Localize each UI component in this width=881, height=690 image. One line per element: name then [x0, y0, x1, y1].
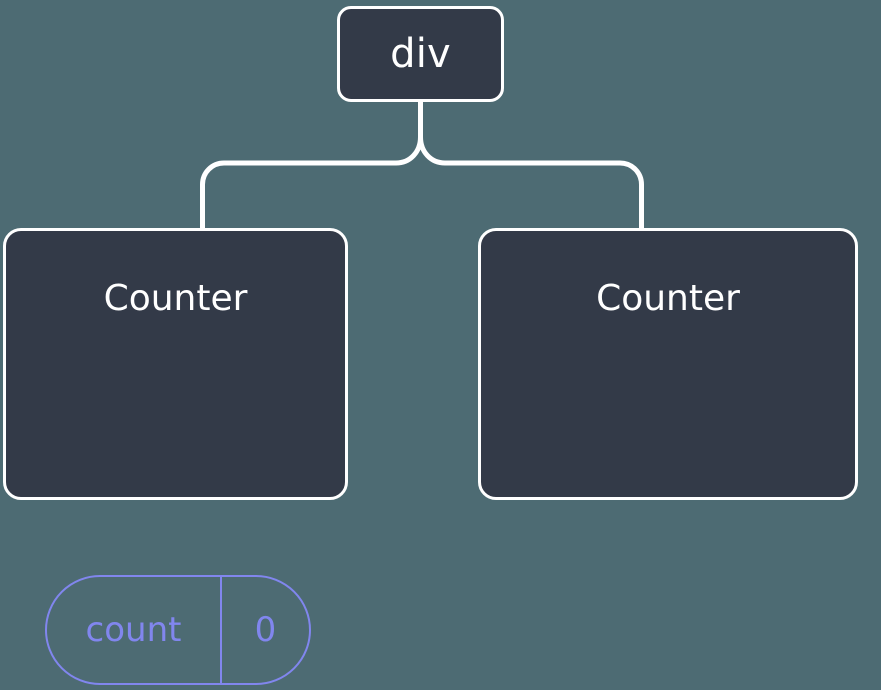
- state-value-label: 0: [254, 610, 277, 650]
- node-counter-right[interactable]: Counter count 1: [478, 228, 858, 500]
- edge-to-counter-left: [200, 134, 423, 231]
- state-key-label: count: [47, 577, 222, 683]
- node-div[interactable]: div: [337, 6, 504, 102]
- node-counter-right-label: Counter: [596, 278, 740, 319]
- edge-to-counter-right: [418, 134, 644, 231]
- diagram-canvas: div Counter count 0 Counter count 1: [3, 6, 858, 685]
- node-counter-left-label: Counter: [103, 278, 248, 319]
- node-counter-left[interactable]: Counter count 0: [3, 228, 348, 685]
- state-pill-count-left[interactable]: count 0: [45, 575, 311, 685]
- node-div-label: div: [390, 31, 451, 77]
